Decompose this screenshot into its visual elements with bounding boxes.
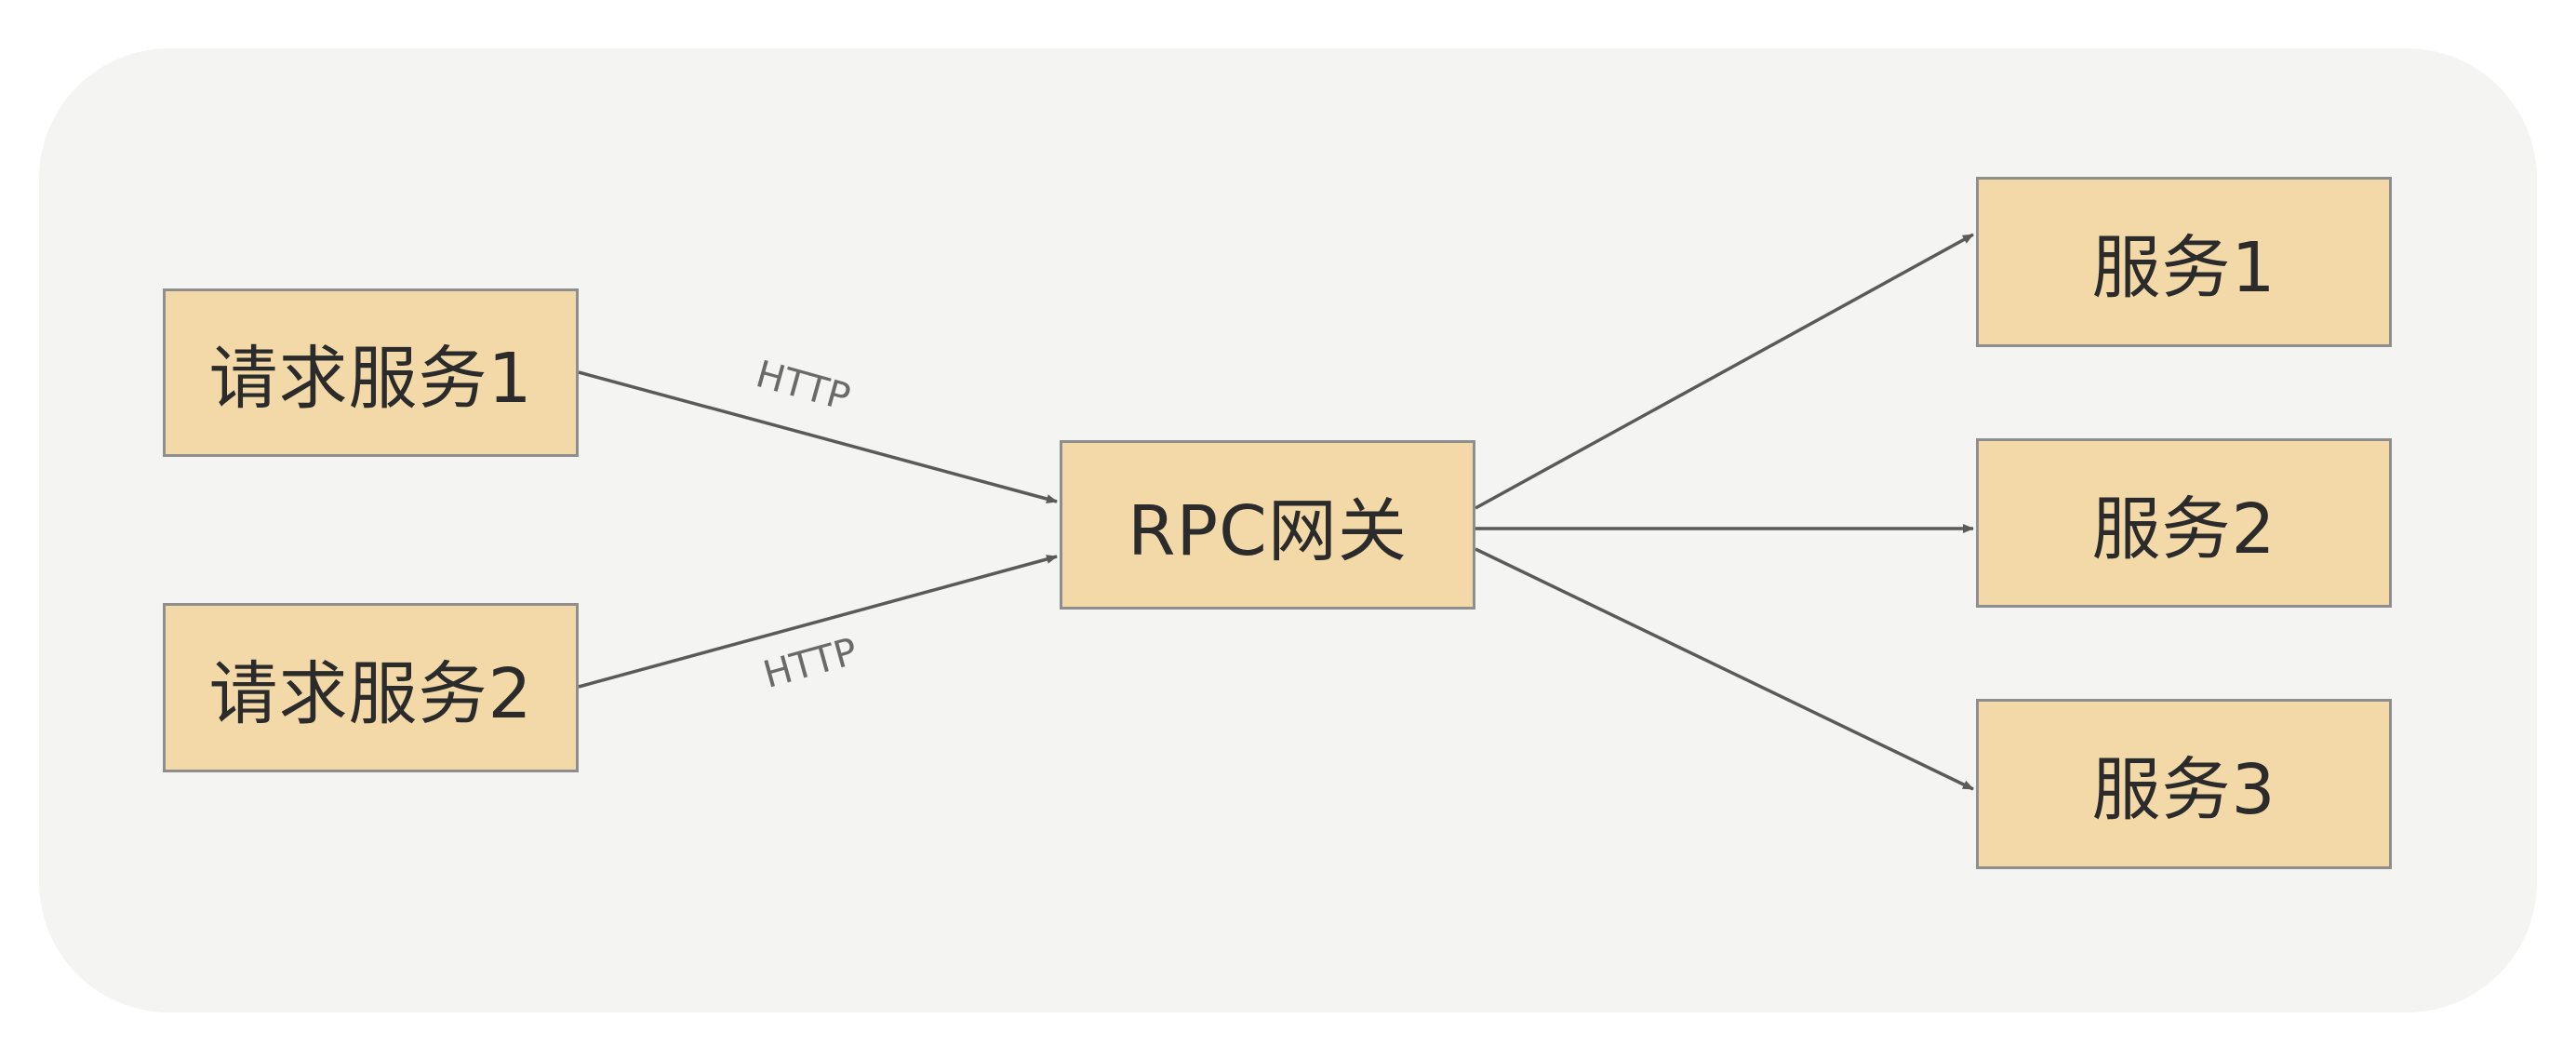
- service-2-label: 服务2: [2091, 489, 2276, 570]
- service-1-label: 服务1: [2091, 228, 2276, 308]
- service-2-node: 服务2: [1976, 438, 2392, 608]
- service-1-node: 服务1: [1976, 177, 2392, 347]
- rpc-gateway-label: RPC网关: [1128, 490, 1408, 571]
- service-3-label: 服务3: [2091, 750, 2276, 830]
- request-service-1-node: 请求服务1: [163, 288, 579, 457]
- request-service-2-label: 请求服务2: [208, 653, 533, 734]
- request-service-1-label: 请求服务1: [208, 339, 533, 419]
- request-service-2-node: 请求服务2: [163, 603, 579, 772]
- service-3-node: 服务3: [1976, 699, 2392, 869]
- rpc-gateway-node: RPC网关: [1060, 440, 1475, 610]
